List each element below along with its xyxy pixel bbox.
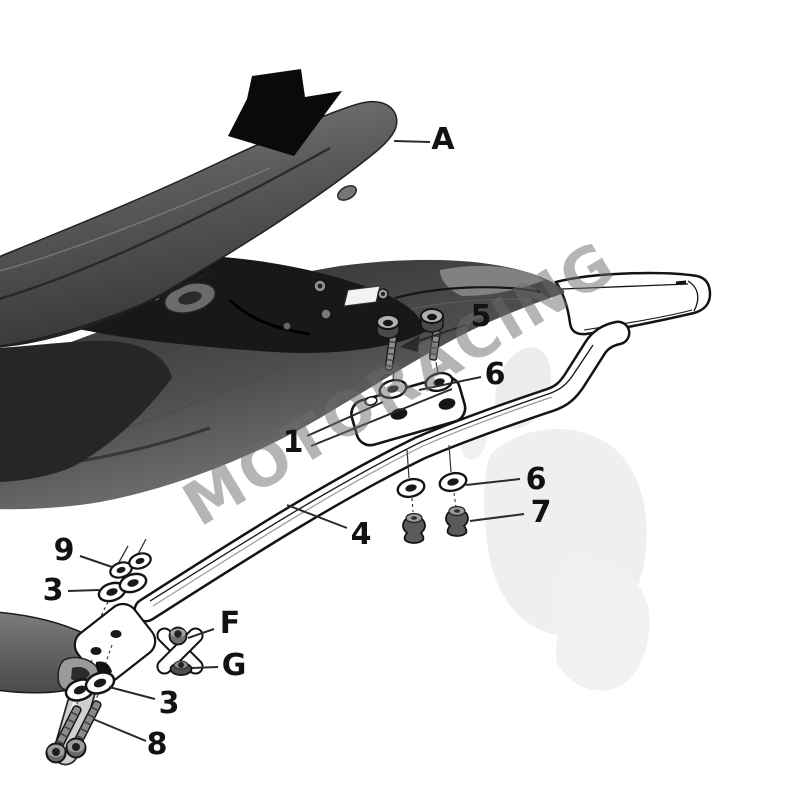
ghost-silhouette <box>460 347 650 691</box>
leader-5 <box>411 324 467 344</box>
leader-6-top <box>418 376 482 391</box>
leader-6-mid <box>465 478 521 486</box>
callout-5: 5 <box>470 299 492 334</box>
leader-3-upper <box>67 589 100 592</box>
washers-mid <box>394 444 470 513</box>
rack-side-tube <box>133 320 631 623</box>
press-down-arrow-icon <box>228 69 342 156</box>
callout-leader-lines <box>67 140 525 742</box>
callout-3-lower: 3 <box>158 686 180 721</box>
leader-3-lower <box>108 686 156 700</box>
callout-9: 9 <box>53 533 75 568</box>
leader-1b <box>310 388 453 447</box>
pillion-seat <box>0 100 398 348</box>
seat-latch-tab <box>336 185 358 201</box>
callout-F: F <box>219 606 241 641</box>
leader-9 <box>79 555 113 568</box>
flat-washers-upper <box>95 569 150 617</box>
leader-7 <box>469 513 525 522</box>
leader-F <box>187 628 215 639</box>
leader-G <box>191 666 219 669</box>
callout-6-mid: 6 <box>525 462 547 497</box>
support-cross-bracket <box>156 626 204 676</box>
leader-4 <box>286 504 348 529</box>
callout-7: 7 <box>530 495 552 530</box>
lock-nut <box>168 626 188 646</box>
leader-5-arrowhead <box>400 335 420 352</box>
callout-4: 4 <box>350 517 372 552</box>
socket-bolts-top <box>376 308 444 381</box>
hex-socket-bolts-lower <box>45 700 102 764</box>
spacer-washers-small <box>107 538 154 582</box>
callout-A: A <box>431 122 455 157</box>
callout-1: 1 <box>282 425 304 460</box>
leader-1a <box>306 401 384 437</box>
callout-3-upper: 3 <box>42 573 64 608</box>
callout-8: 8 <box>146 727 168 762</box>
leader-A <box>393 140 431 143</box>
callout-6-top: 6 <box>484 357 506 392</box>
callout-G: G <box>221 648 247 683</box>
leader-8 <box>92 718 147 742</box>
